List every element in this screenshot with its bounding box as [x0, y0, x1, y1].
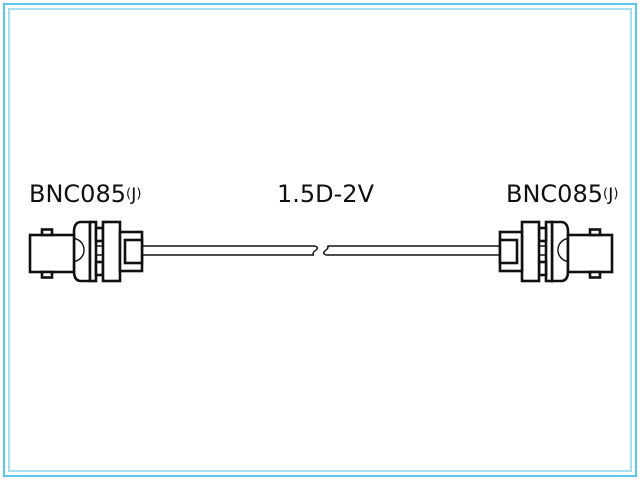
- left-bnc-bell: [72, 220, 92, 283]
- left-bnc-connector: [28, 220, 144, 283]
- right-bnc-connector: [498, 220, 614, 283]
- right-label-jack-letter: J: [608, 184, 614, 206]
- left-bayonet-tab-top: [40, 228, 54, 237]
- cable-type-label: 1.5D-2V: [277, 180, 374, 208]
- right-bnc-body: [566, 233, 614, 274]
- right-connector-label: BNC085(J): [506, 182, 618, 208]
- left-bayonet-tab-bottom: [40, 270, 54, 279]
- right-bnc-bell: [550, 220, 570, 283]
- cable-break-right-edge: [322, 245, 329, 256]
- right-label-paren-open: (: [602, 186, 609, 202]
- left-crimp-sleeve: [123, 238, 144, 265]
- cable-left-run: [142, 245, 319, 256]
- right-washer: [544, 220, 554, 283]
- left-bnc-bell-arc: [73, 237, 85, 263]
- cable-right-run: [322, 245, 500, 256]
- left-hex-nut: [101, 220, 122, 283]
- left-bnc-body: [28, 233, 76, 274]
- cable-break-left-edge: [312, 245, 319, 256]
- left-label-jack-letter: J: [131, 184, 137, 206]
- right-connector-label-text: BNC085: [506, 180, 603, 208]
- right-bayonet-tab-top: [588, 228, 602, 237]
- left-label-paren-open: (: [125, 186, 132, 202]
- right-label-paren-close: ): [613, 186, 619, 202]
- left-connector-label-text: BNC085: [29, 180, 126, 208]
- left-washer: [88, 220, 98, 283]
- right-bayonet-tab-bottom: [588, 270, 602, 279]
- right-hex-nut: [520, 220, 541, 283]
- left-connector-label: BNC085(J): [29, 182, 141, 208]
- left-label-paren-close: ): [136, 186, 142, 202]
- right-bnc-bell-arc: [557, 237, 569, 263]
- right-crimp-sleeve: [498, 238, 519, 265]
